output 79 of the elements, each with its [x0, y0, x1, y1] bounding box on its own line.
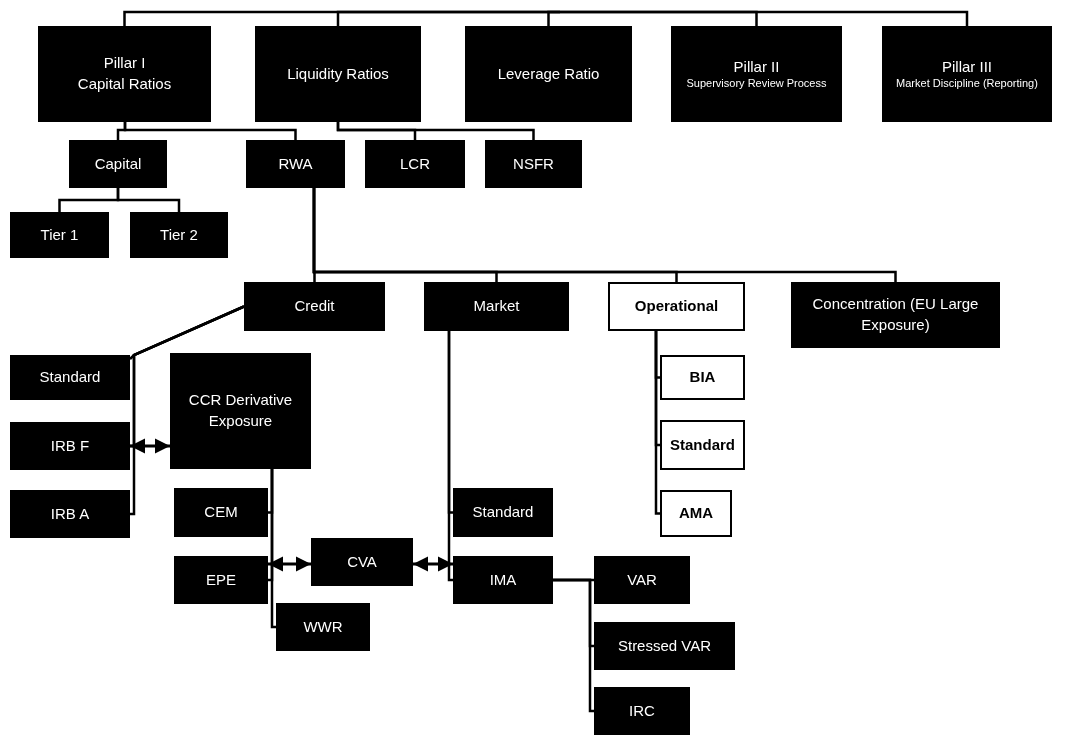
box-label: Concentration (EU Large Exposure) [811, 294, 980, 335]
box-label: IRB A [50, 503, 90, 524]
box-label: BIA [689, 367, 716, 388]
box-label: EPE [206, 569, 236, 590]
process-box [246, 140, 345, 188]
connector-line [123, 122, 297, 140]
process-box [594, 622, 735, 670]
box-label: Leverage Ratio [497, 63, 600, 84]
connector-line [547, 10, 560, 26]
process-box [276, 603, 370, 651]
process-box [594, 687, 690, 735]
connector-line [130, 305, 245, 516]
box-label: Standard [39, 367, 101, 388]
process-box [453, 488, 553, 537]
connector-line [447, 331, 453, 582]
box-label: Pillar I [103, 53, 146, 74]
process-box [608, 282, 745, 331]
process-box [69, 140, 167, 188]
connector-line [116, 188, 181, 212]
box-label: Standard [670, 434, 735, 455]
process-box [170, 353, 311, 469]
box-label: Operational [634, 296, 719, 317]
box-label: Pillar II [733, 56, 780, 77]
box-label: VAR [627, 569, 657, 590]
process-box [660, 490, 732, 537]
box-label: Pillar III [942, 56, 992, 77]
process-box [465, 26, 632, 122]
box-label: Tier 1 [40, 224, 79, 245]
box-label: Capital [94, 153, 142, 174]
box-subtitle: Market Discipline (Reporting) [896, 77, 1038, 92]
process-box [453, 556, 553, 604]
box-label: Stressed VAR [617, 635, 712, 656]
connector-line [654, 331, 660, 515]
connector-line [553, 578, 594, 713]
connector-line [560, 10, 969, 26]
box-label: IRC [629, 700, 655, 721]
process-box [244, 282, 385, 331]
box-label: Credit [294, 296, 335, 317]
box-label: IMA [489, 569, 517, 590]
box-label: RWA [278, 153, 313, 174]
connector-line [270, 469, 276, 629]
box-subtitle: Capital Ratios [77, 74, 172, 94]
box-label: AMA [678, 503, 714, 524]
process-box [365, 140, 465, 188]
connector-line [336, 122, 535, 140]
process-box [255, 26, 421, 122]
box-subtitle: Supervisory Review Process [686, 77, 827, 92]
box-label: IRB F [50, 435, 90, 456]
double-arrow [130, 438, 170, 454]
box-label: WWR [303, 616, 343, 637]
box-label: CVA [347, 551, 377, 572]
process-box [174, 488, 268, 537]
process-box [594, 556, 690, 604]
process-box [485, 140, 582, 188]
box-label: Tier 2 [160, 224, 198, 245]
box-label: Liquidity Ratios [287, 63, 389, 84]
process-box [791, 282, 1000, 348]
double-arrow [413, 556, 453, 572]
process-box [671, 26, 842, 122]
box-label: Standard [472, 502, 534, 523]
box-label: CCR Derivative Exposure [187, 390, 294, 431]
process-box [311, 538, 413, 586]
process-box [660, 355, 745, 400]
process-box [424, 282, 569, 331]
process-box [10, 355, 130, 400]
process-box [174, 556, 268, 604]
box-label: LCR [400, 153, 430, 174]
process-box [10, 490, 130, 538]
box-label: Market [473, 296, 520, 317]
process-box [660, 420, 745, 470]
process-box [882, 26, 1052, 122]
box-label: NSFR [513, 153, 554, 174]
process-box [10, 422, 130, 470]
connector-line [312, 188, 897, 282]
box-label: CEM [204, 502, 238, 523]
double-arrow [268, 556, 311, 572]
process-box [130, 212, 228, 258]
process-box [10, 212, 109, 258]
process-box [38, 26, 211, 122]
